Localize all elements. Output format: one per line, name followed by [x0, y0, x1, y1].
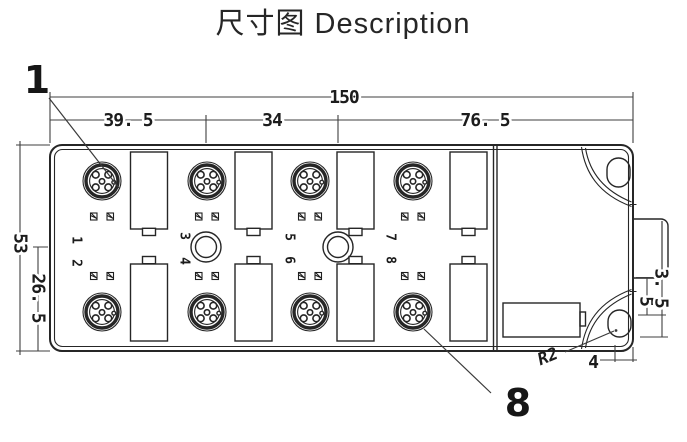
port-3-label: 3	[177, 232, 192, 240]
cable-label-holder	[129, 151, 169, 237]
port-7-connector	[392, 160, 434, 202]
led-indicator-pair	[297, 212, 323, 221]
port-8-connector	[392, 291, 434, 333]
port-2-connector	[81, 291, 123, 333]
port-7-label: 7	[383, 233, 398, 241]
cable-label-holder	[449, 255, 488, 342]
dim-side-lower: 3. 5	[651, 268, 672, 308]
end-cap-contour	[580, 146, 632, 208]
cable-label-holder	[129, 255, 169, 342]
end-cap-contour	[584, 147, 632, 203]
dim-hole-offset-left: 39. 5	[103, 110, 152, 131]
dim-half-height: 26. 5	[28, 273, 49, 322]
led-indicator-pair	[400, 271, 426, 281]
name-plate	[502, 302, 581, 338]
radius-leader	[564, 329, 618, 353]
enclosure-outline	[49, 144, 634, 352]
dimension-lines	[16, 92, 668, 362]
mounting-slot-bottom	[607, 309, 632, 338]
end-cap-divider	[492, 146, 498, 350]
port-2-label: 2	[69, 259, 84, 267]
port-1-connector	[81, 160, 123, 202]
page-title: 尺寸图 Description	[215, 7, 470, 40]
port-5-label: 5	[282, 233, 297, 241]
cable-label-holder	[234, 255, 273, 342]
mounting-hole-right	[322, 231, 354, 263]
port-number-labels: 1 2 3 4 5 6 7 8	[69, 232, 398, 267]
end-cap-contour	[584, 293, 632, 349]
dim-slot-offset: 4	[588, 352, 599, 373]
led-indicator-pair	[194, 271, 220, 281]
dim-right-section: 76. 5	[460, 110, 509, 131]
cable-label-holder	[336, 151, 375, 237]
callout-8-label: 8	[505, 381, 531, 425]
callout-8-leader	[423, 328, 492, 394]
dim-overall-height: 53	[10, 233, 31, 253]
callout-1-leader	[48, 97, 120, 189]
mounting-hole-left	[190, 231, 222, 263]
led-indicator-pair	[89, 271, 115, 281]
callouts: 1 8	[24, 58, 531, 425]
port-3-connector	[186, 160, 228, 202]
dim-hole-spacing: 34	[262, 110, 283, 131]
edge-tick-marks	[629, 203, 637, 293]
cable-label-holder	[449, 151, 488, 237]
cable-label-holder	[336, 255, 375, 342]
port-8-label: 8	[383, 256, 398, 264]
port-5-connector	[289, 160, 331, 202]
led-indicator-pair	[400, 212, 426, 221]
dim-side-upper: 5	[636, 296, 657, 306]
end-cap-contour	[580, 288, 632, 350]
callout-1-label: 1	[24, 58, 50, 102]
led-indicator-pair	[297, 271, 323, 281]
name-plate-tab	[579, 311, 587, 327]
port-6-label: 6	[282, 256, 297, 264]
dim-corner-radius: R2	[535, 344, 561, 370]
port-6-connector	[289, 291, 331, 333]
led-indicator-pair	[194, 212, 220, 221]
port-4-label: 4	[177, 257, 192, 265]
led-indicator-pair	[89, 212, 115, 221]
dim-overall-length: 150	[329, 87, 359, 108]
cable-label-holder	[234, 151, 273, 237]
port-4-connector	[186, 291, 228, 333]
port-1-label: 1	[69, 236, 84, 244]
enclosure	[49, 144, 669, 352]
enclosure-inner-outline	[53, 148, 630, 348]
mounting-slot-top	[606, 157, 631, 188]
